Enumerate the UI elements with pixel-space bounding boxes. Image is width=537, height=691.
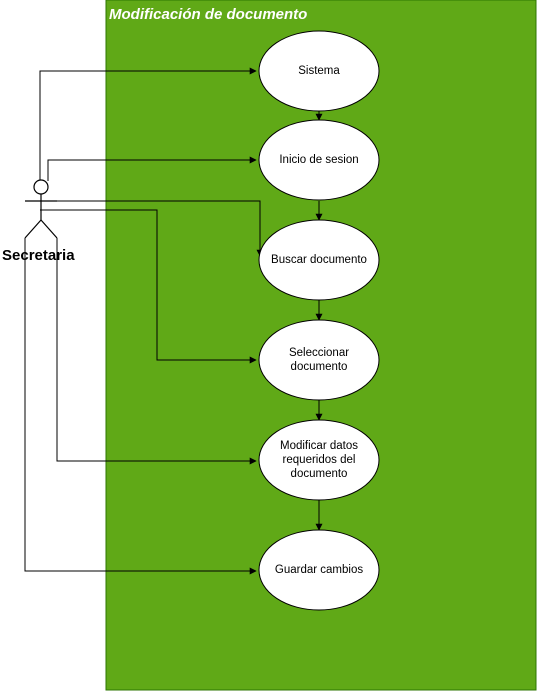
use-case-label-sistema: Sistema bbox=[267, 51, 371, 91]
use-case-label-line: Inicio de sesion bbox=[279, 154, 359, 166]
use-case-guardar-cambios[interactable] bbox=[258, 529, 380, 611]
use-case-label-line: Seleccionar bbox=[288, 347, 350, 359]
use-case-label-line: Modificar datos bbox=[280, 440, 358, 452]
use-case-label-guardar-cambios: Guardar cambios bbox=[267, 550, 371, 590]
use-case-label-line: Sistema bbox=[298, 65, 340, 77]
association-buscar-documento bbox=[25, 200, 264, 257]
use-case-label-modificar-datos: Modificar datos requeridos del documento bbox=[267, 430, 371, 490]
association-guardar-cambios bbox=[24, 238, 257, 575]
association-inicio-de-sesion bbox=[47, 156, 257, 181]
use-case-seleccionar-documento[interactable] bbox=[258, 319, 380, 401]
actor-left-leg bbox=[24, 219, 42, 239]
association-modificar-datos bbox=[56, 238, 257, 465]
actor-head bbox=[33, 179, 49, 195]
use-case-shapes bbox=[258, 30, 380, 611]
association-sistema bbox=[39, 67, 257, 181]
use-case-label-line: requeridos del bbox=[282, 454, 356, 466]
association-seleccionar-documento bbox=[40, 209, 257, 364]
use-case-label-line: documento bbox=[290, 361, 348, 373]
actor-right-leg bbox=[40, 219, 58, 239]
use-case-label-line: documento bbox=[290, 468, 348, 480]
use-case-label-seleccionar-documento: Seleccionar documento bbox=[267, 330, 371, 390]
boundary-title: Modificación de documento bbox=[109, 6, 308, 23]
actor-secretaria[interactable] bbox=[24, 179, 58, 239]
use-case-label-line: Guardar cambios bbox=[274, 564, 364, 576]
use-case-label-buscar-documento: Buscar documento bbox=[267, 240, 371, 280]
use-case-inicio-de-sesion[interactable] bbox=[258, 119, 380, 201]
use-case-sistema[interactable] bbox=[258, 30, 380, 112]
use-case-buscar-documento[interactable] bbox=[258, 219, 380, 301]
use-case-label-line: Buscar documento bbox=[271, 254, 367, 266]
association-lines bbox=[24, 67, 264, 575]
use-case-modificar-datos[interactable] bbox=[258, 419, 380, 501]
use-case-label-inicio-de-sesion: Inicio de sesion bbox=[267, 140, 371, 180]
actor-label: Secretaria bbox=[2, 247, 75, 264]
